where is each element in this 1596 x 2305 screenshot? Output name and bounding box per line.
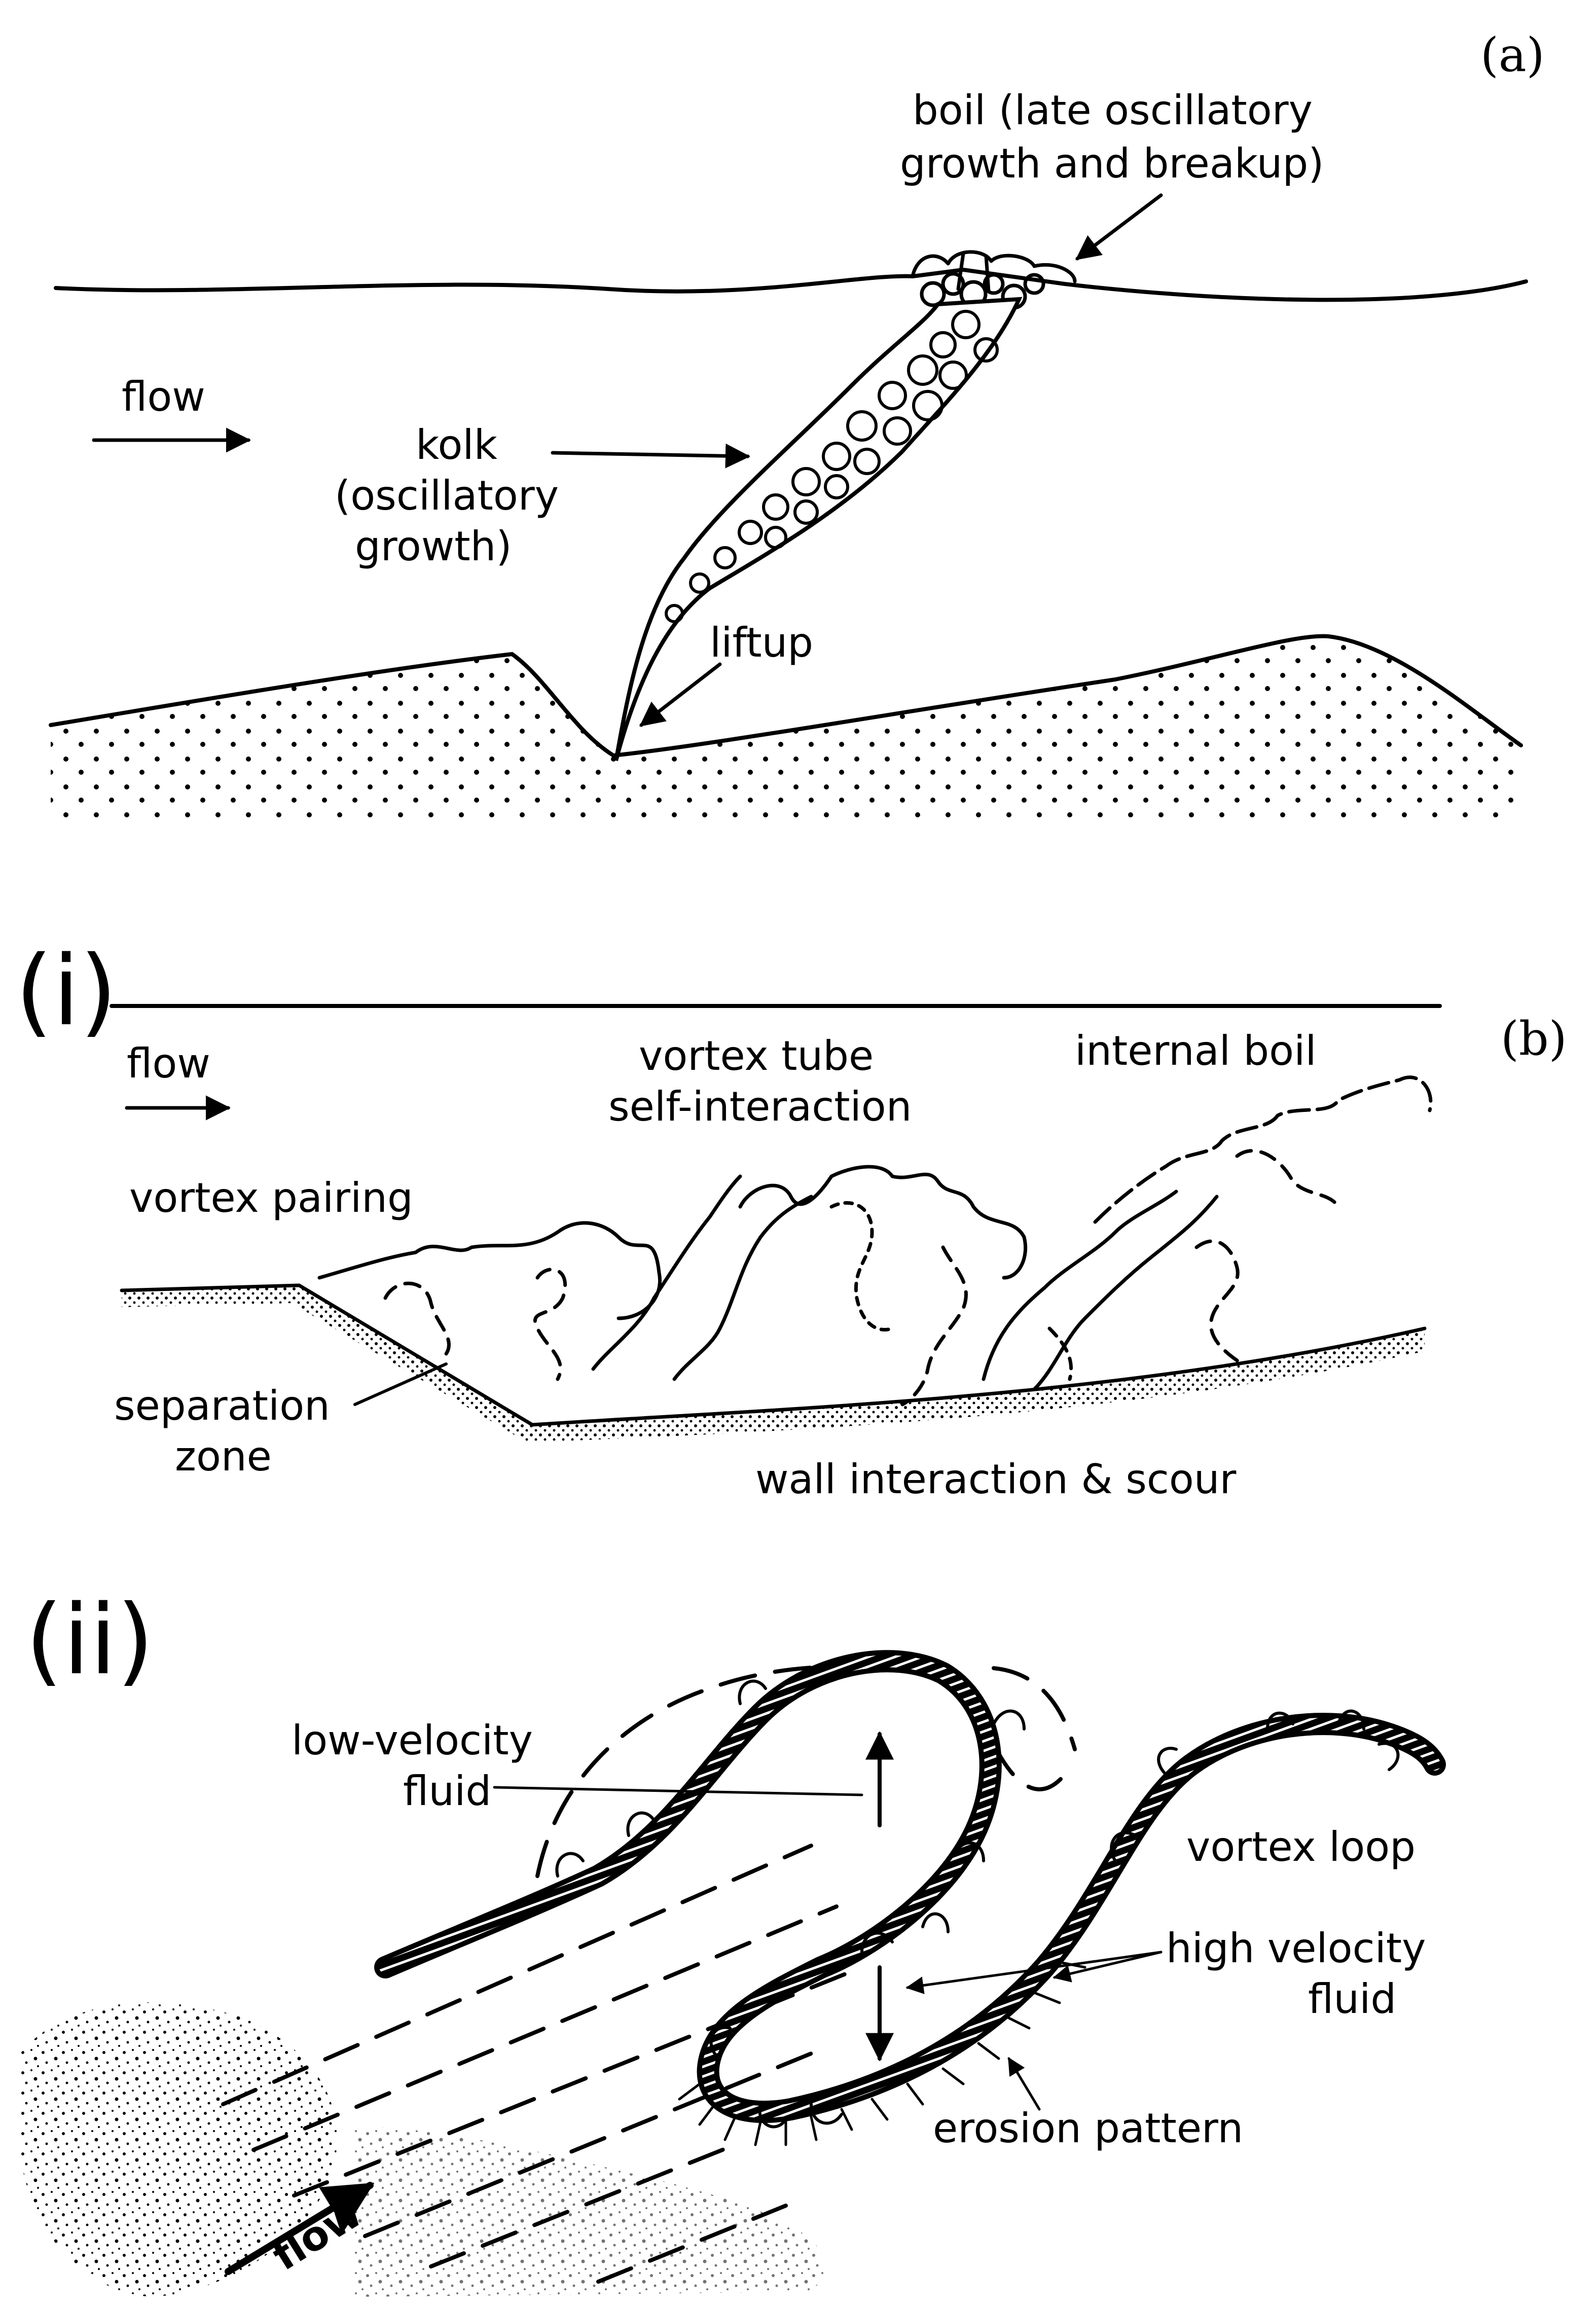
vortex-tube-line1: vortex tube — [639, 1032, 874, 1079]
boil-label-line2: growth and breakup) — [900, 140, 1324, 187]
panel-a: (a) flow boil (late oscillato — [51, 28, 1545, 821]
panel-b-label: (b) — [1501, 1012, 1567, 1066]
wall-interaction-label: wall interaction & scour — [755, 1456, 1237, 1503]
panel-a-label: (a) — [1480, 28, 1545, 82]
vortex-loop-label: vortex loop — [1186, 1823, 1416, 1870]
high-velocity-label-line1: high velocity — [1166, 1925, 1426, 1972]
vortex-pairing-label: vortex pairing — [129, 1174, 413, 1221]
boil-label-line1: boil (late oscillatory — [913, 87, 1313, 134]
separation-label-line2: zone — [175, 1433, 272, 1480]
flow-label-b-i: flow — [127, 1040, 210, 1087]
liftup-label: liftup — [710, 619, 813, 666]
low-velocity-label-line1: low-velocity — [292, 1717, 533, 1764]
kolk-label-line3: growth) — [355, 523, 512, 570]
low-velocity-label-line2: fluid — [403, 1768, 491, 1815]
flow-label-a: flow — [122, 373, 205, 420]
kolk-label-line2: (oscillatory — [335, 472, 559, 519]
internal-boil-label: internal boil — [1075, 1027, 1317, 1074]
separation-label-line1: separation — [114, 1382, 330, 1429]
water-surface — [56, 270, 1526, 300]
kolk-label-line1: kolk — [416, 421, 498, 469]
high-velocity-label-line2: fluid — [1308, 1975, 1396, 2023]
panel-b-i: (i) (b) flow vortex tube self-interactio… — [15, 935, 1567, 1503]
liftup-pointer — [641, 664, 720, 725]
panel-b-ii: (ii) — [20, 1584, 1435, 2297]
panel-b-i-label: (i) — [15, 935, 117, 1047]
vortex-tube-line2: self-interaction — [608, 1083, 912, 1130]
erosion-pattern-label: erosion pattern — [933, 2105, 1243, 2152]
vortex-tube-stripes — [385, 1661, 1435, 2112]
panel-b-ii-label: (ii) — [25, 1584, 154, 1696]
erosion-pointer — [1009, 2059, 1039, 2109]
boil-pointer — [1077, 195, 1161, 259]
